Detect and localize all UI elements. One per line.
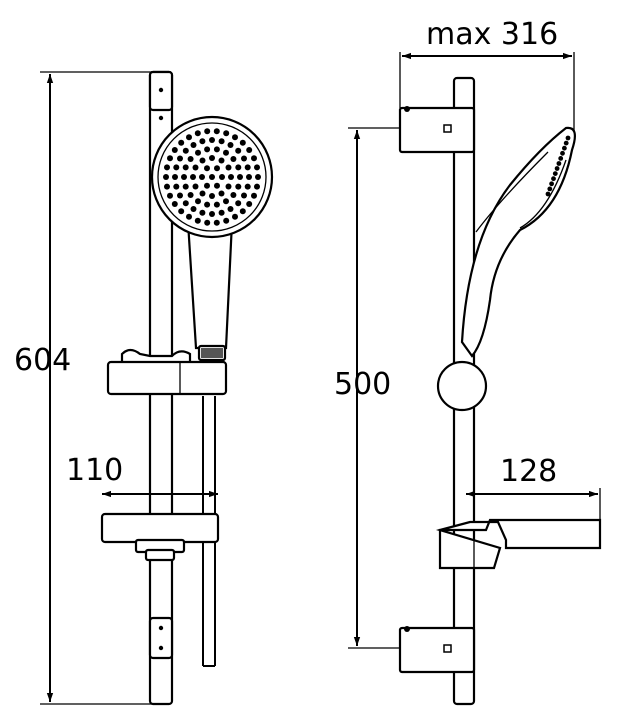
hand-shower-side <box>460 126 577 358</box>
side-view: max 316 500 <box>334 17 602 706</box>
wall-bracket-bottom <box>398 626 476 674</box>
soap-dish-front <box>100 512 220 562</box>
dimension-label-500: 500 <box>334 367 391 402</box>
spray-face <box>545 135 571 197</box>
ball-joint <box>436 360 488 412</box>
dimension-128: 128 <box>466 454 601 520</box>
wall-bracket-top <box>398 106 476 154</box>
dimension-604: 604 <box>14 71 162 705</box>
dimension-label-110: 110 <box>66 453 123 488</box>
front-view: 604 <box>14 70 274 706</box>
hand-shower-front <box>150 115 274 362</box>
dimension-label-max-316: max 316 <box>426 17 558 52</box>
dimension-label-128: 128 <box>500 454 557 489</box>
soap-dish-side <box>435 518 602 570</box>
dimension-max-316: max 316 <box>399 17 575 132</box>
dimension-110: 110 <box>66 453 218 498</box>
dimension-label-604: 604 <box>14 343 71 378</box>
slider-holder <box>106 348 228 396</box>
dimension-500: 500 <box>334 127 410 649</box>
spray-nozzles <box>163 128 261 226</box>
